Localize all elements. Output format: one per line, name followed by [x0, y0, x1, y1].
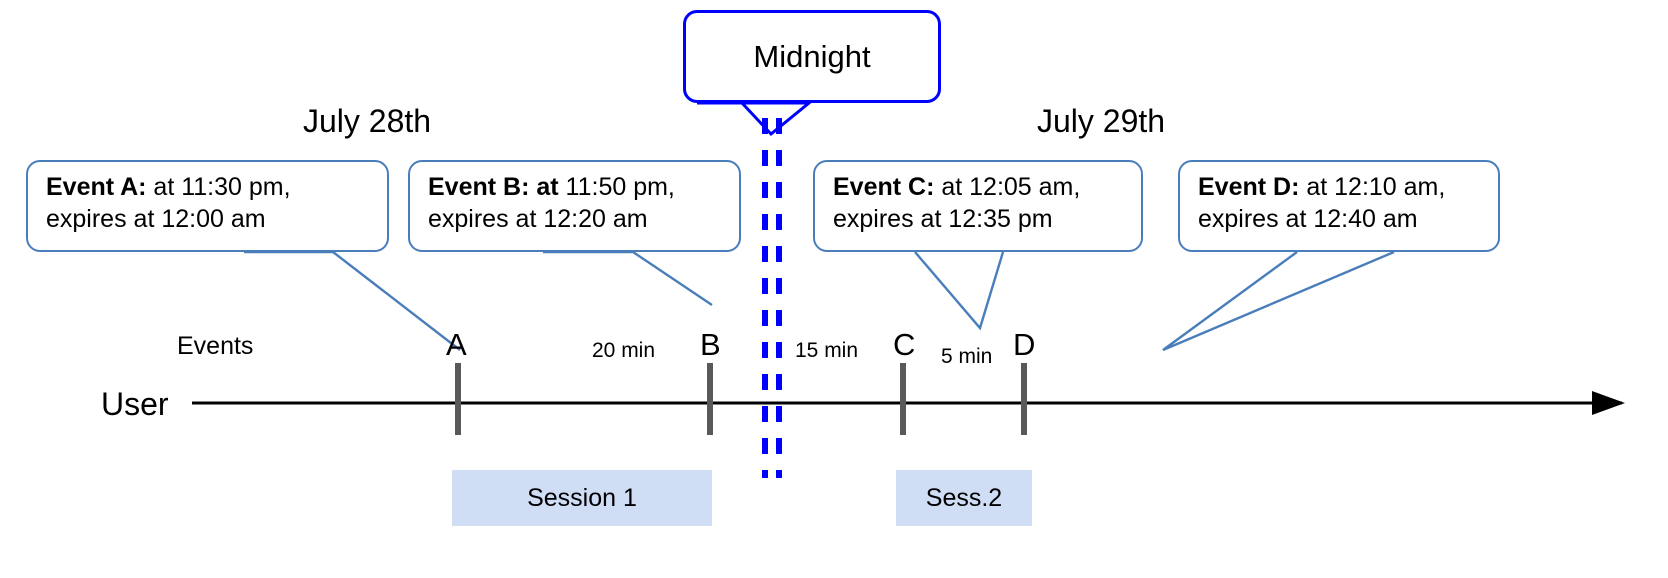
- event-callout-d-bold: Event D:: [1198, 173, 1300, 201]
- event-callout-b-line2: expires at 12:20 am: [428, 204, 648, 233]
- event-callout-b-bold: Event B: at: [428, 173, 559, 201]
- session-block-2-label: Sess.2: [925, 483, 1003, 512]
- event-callout-c-tail: [914, 251, 1005, 331]
- event-callout-d: Event D: at 12:10 am, expires at 12:40 a…: [1178, 160, 1500, 252]
- event-callout-a-tail: [244, 250, 461, 351]
- event-callout-a-line2: expires at 12:00 am: [46, 204, 266, 233]
- session-block-1: Session 1: [452, 470, 712, 526]
- session-block-1-label: Session 1: [527, 483, 637, 512]
- duration-label-5min: 5 min: [941, 345, 993, 368]
- event-callout-d-line2: expires at 12:40 am: [1198, 204, 1418, 233]
- event-callout-a-rest: at 11:30 pm,: [146, 173, 291, 201]
- event-callout-d-line1: Event D: at 12:10 am,: [1198, 172, 1484, 204]
- midnight-label: Midnight: [753, 38, 871, 74]
- event-callout-b-rest: 11:50 pm,: [558, 173, 675, 201]
- event-callout-d-rest: at 12:10 am,: [1299, 173, 1446, 201]
- event-callout-c-line2: expires at 12:35 pm: [833, 204, 1053, 233]
- session-block-2: Sess.2: [896, 470, 1032, 526]
- date-label-july-28: July 28th: [303, 103, 432, 139]
- event-callout-c-line1: Event C: at 12:05 am,: [833, 172, 1127, 204]
- event-callout-b-line1: Event B: at 11:50 pm,: [428, 172, 725, 204]
- duration-label-15min: 15 min: [795, 339, 859, 362]
- tick-label-a: A: [446, 327, 467, 362]
- event-callout-d-tail: [1162, 250, 1395, 352]
- user-row-label: User: [101, 386, 169, 422]
- midnight-callout-box: Midnight: [683, 10, 941, 103]
- tick-label-d: D: [1013, 327, 1036, 362]
- event-callout-a-line1: Event A: at 11:30 pm,: [46, 172, 373, 204]
- event-callout-c: Event C: at 12:05 am, expires at 12:35 p…: [813, 160, 1143, 252]
- event-callout-b: Event B: at 11:50 pm, expires at 12:20 a…: [408, 160, 741, 252]
- event-callout-a: Event A: at 11:30 pm, expires at 12:00 a…: [26, 160, 389, 252]
- midnight-callout-tail: [697, 101, 814, 137]
- event-callout-c-bold: Event C:: [833, 173, 935, 201]
- date-label-july-29: July 29th: [1037, 103, 1166, 139]
- events-row-label: Events: [177, 332, 254, 360]
- event-callout-b-tail: [543, 250, 713, 306]
- tick-label-b: B: [700, 327, 721, 362]
- tick-label-c: C: [893, 327, 916, 362]
- event-callout-a-bold: Event A:: [46, 173, 147, 201]
- duration-label-20min: 20 min: [592, 339, 656, 362]
- event-callout-c-rest: at 12:05 am,: [934, 173, 1081, 201]
